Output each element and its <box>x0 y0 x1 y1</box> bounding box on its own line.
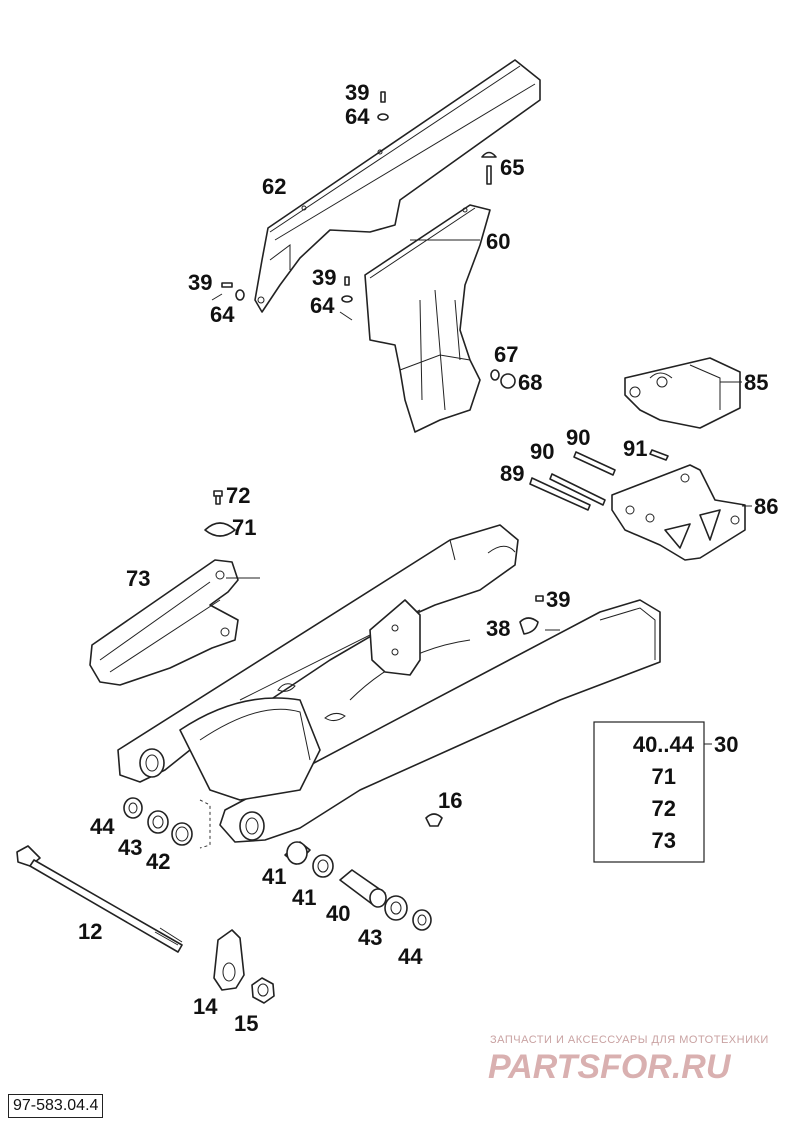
plug-16 <box>425 813 443 827</box>
label-39: 39 <box>188 270 212 295</box>
watermark-subtitle: ЗАПЧАСТИ И АКСЕССУАРЫ ДЛЯ МОТОТЕХНИКИ <box>490 1034 769 1046</box>
part-labels: 39 64 65 62 60 39 64 39 64 67 68 85 90 9… <box>78 80 778 1036</box>
seal-42 <box>171 822 193 846</box>
kit-item: 71 <box>652 764 676 789</box>
label-62: 62 <box>262 174 286 199</box>
label-38: 38 <box>486 616 510 641</box>
bolt-90a <box>549 473 606 506</box>
label-67: 67 <box>494 342 518 367</box>
label-90: 90 <box>530 439 554 464</box>
screw-39-swingarm <box>535 595 544 602</box>
kit-box: 40..44 71 72 73 30 <box>593 721 738 863</box>
label-42: 42 <box>146 849 170 874</box>
chain-slider-part <box>89 559 239 686</box>
label-73: 73 <box>126 566 150 591</box>
chain-guard-top-part <box>254 59 541 313</box>
nut-15 <box>251 977 275 1004</box>
washer-71 <box>204 522 236 537</box>
bolt-72 <box>213 490 223 505</box>
chain-adjuster-14 <box>213 929 245 991</box>
label-41: 41 <box>292 885 316 910</box>
label-89: 89 <box>500 461 524 486</box>
kit-item: 72 <box>652 796 676 821</box>
screw-39-top <box>377 91 389 121</box>
axle-12 <box>16 845 183 953</box>
bolt-90b <box>573 451 616 476</box>
label-14: 14 <box>193 994 218 1019</box>
label-91: 91 <box>623 436 647 461</box>
label-15: 15 <box>234 1011 258 1036</box>
label-64: 64 <box>210 302 235 327</box>
chain-guard-lower-part <box>364 204 491 433</box>
bushing-43-left <box>147 810 169 834</box>
screw-65 <box>481 151 497 185</box>
label-64: 64 <box>310 293 335 318</box>
label-65: 65 <box>500 155 524 180</box>
label-68: 68 <box>518 370 542 395</box>
label-72: 72 <box>226 483 250 508</box>
label-85: 85 <box>744 370 768 395</box>
kit-number: 30 <box>714 732 738 757</box>
label-41: 41 <box>262 864 286 889</box>
label-44: 44 <box>90 814 115 839</box>
needle-bearing-41a <box>284 841 311 865</box>
bolt-89 <box>529 477 591 511</box>
watermark-brand: PARTSFOR.RU <box>488 1048 732 1086</box>
label-64: 64 <box>345 104 370 129</box>
chain-guide-plate-part <box>611 464 746 561</box>
bolt-91 <box>649 449 669 461</box>
drawing-code: 97-583.04.4 <box>8 1094 104 1118</box>
label-43: 43 <box>358 925 382 950</box>
kit-item: 73 <box>652 828 676 853</box>
label-39: 39 <box>312 265 336 290</box>
label-39: 39 <box>345 80 369 105</box>
label-71: 71 <box>232 515 256 540</box>
needle-bearing-41b <box>312 854 334 878</box>
screw-39-left <box>221 282 245 301</box>
label-43: 43 <box>118 835 142 860</box>
bearing-44-right <box>412 909 432 931</box>
swingarm-part <box>117 524 661 843</box>
shock-bracket <box>369 599 421 676</box>
bushing-43-right <box>384 895 408 921</box>
label-12: 12 <box>78 919 102 944</box>
label-90: 90 <box>566 425 590 450</box>
clip-38 <box>519 617 539 635</box>
label-16: 16 <box>438 788 462 813</box>
washer-nut-67-68 <box>490 369 516 389</box>
label-86: 86 <box>754 494 778 519</box>
label-44: 44 <box>398 944 423 969</box>
label-40: 40 <box>326 901 350 926</box>
label-60: 60 <box>486 229 510 254</box>
screw-39-mid <box>341 276 353 303</box>
bearing-44-left <box>123 797 143 819</box>
label-39: 39 <box>546 587 570 612</box>
sleeve-40 <box>339 869 387 908</box>
watermark-logo: ЗАПЧАСТИ И АКСЕССУАРЫ ДЛЯ МОТОТЕХНИКИ PA… <box>488 1034 769 1086</box>
kit-item: 40..44 <box>633 732 695 757</box>
chain-guide-block-part <box>624 357 741 429</box>
